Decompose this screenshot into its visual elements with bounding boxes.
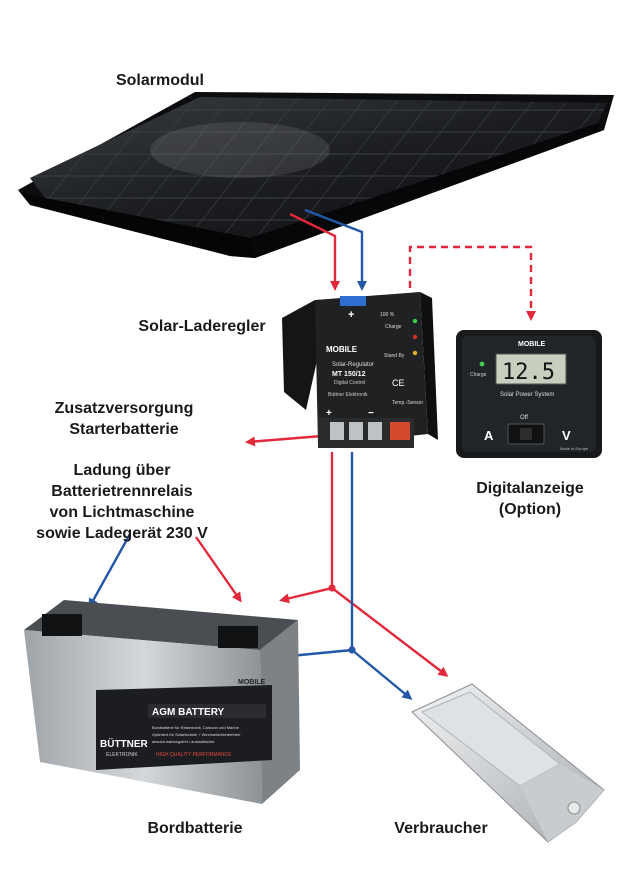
battery-feature-3: absolut wartungsfrei / auslaufsicher [152,739,215,744]
alternator-wire-blue [88,533,132,609]
display-value: 12.5 [502,360,555,385]
display-signal-wire [408,245,536,321]
controller-brand: MOBILE [326,345,358,354]
solar-negative-wire [304,208,367,291]
controller-charge-label: Charge [385,324,402,330]
controller-model: MT 150/12 [332,371,366,378]
controller-subtitle: Digital Control [334,380,365,386]
negative-junction [348,646,356,654]
aux-supply-wire [245,434,323,447]
battery-mobile-tag: MOBILE [238,679,266,686]
charge-controller: + 100 % Charge Stand By MOBILE Solar-Reg… [282,292,438,448]
display-charge-label: Charge [470,372,487,378]
consumer-lamp [411,683,605,843]
controller-standby-label: Stand By [384,353,405,359]
battery-type-label: AGM BATTERY [152,707,225,718]
digital-display: MOBILE 12.5 Charge Solar Power System Of… [456,330,602,458]
alternator-wire-red [195,536,242,603]
display-switch-label: Off [520,415,528,421]
label-consumer: Verbraucher [394,820,488,837]
agm-battery: AGM BATTERY Bordbatterie für Reisemobil,… [24,600,300,804]
label-digital-display: Digitalanzeige (Option) [476,480,584,518]
battery-brand-sub: ELEKTRONIK [106,752,138,758]
battery-feature-1: Bordbatterie für Reisemobil, Caravan und… [152,725,240,730]
battery-brand: BÜTTNER [100,737,149,750]
label-charge-controller: Solar-Laderegler [138,318,266,335]
positive-junction [328,584,336,592]
display-unit-right: V [562,428,571,443]
label-aux-supply: Zusatzversorgung Starterbatterie [54,400,194,438]
consumer-positive-wire [331,587,449,677]
controller-plus: + [348,309,354,321]
display-unit-left: A [484,428,494,443]
controller-ce-mark: CE [392,378,405,388]
controller-minus-terminal: − [368,408,374,419]
consumer-negative-wire [351,649,413,700]
display-system-label: Solar Power System [500,392,554,398]
wiring [88,208,536,700]
solar-positive-wire [289,212,340,291]
controller-title: Solar-Regulator [332,362,374,368]
controller-temp-label: Temp.-Sensor [392,400,423,406]
controller-maker: Büttner Elektronik [328,392,368,398]
display-brand: MOBILE [518,341,546,348]
battery-tagline: HIGH QUALITY PERFORMANCE [156,752,232,758]
battery-feature-2: Optimiert für Solartechnik + Wechselrich… [152,732,241,737]
label-board-battery: Bordbatterie [147,820,243,837]
controller-percent: 100 % [380,312,395,318]
label-charging-via: Ladung über Batterietrennrelais von Lich… [36,462,208,542]
label-solar-module: Solarmodul [115,72,204,89]
controller-plus-terminal: + [326,408,332,419]
solar-panel [18,92,614,258]
battery-positive-wire [279,452,334,604]
display-made-in: Made in Europe [560,446,589,451]
